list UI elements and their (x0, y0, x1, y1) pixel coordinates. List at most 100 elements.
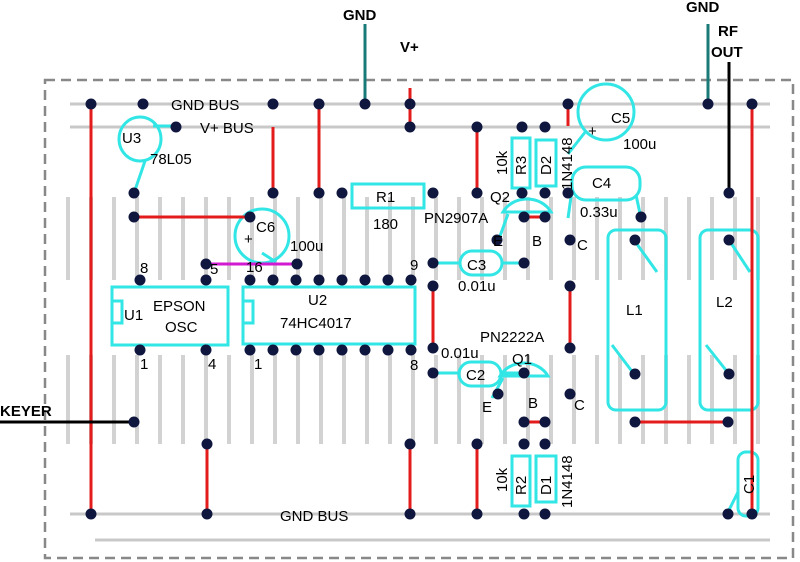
solder-pad (564, 342, 576, 354)
solder-pad (404, 508, 416, 520)
solder-pad (518, 367, 530, 379)
solder-pad (539, 211, 551, 223)
solder-pad (564, 234, 576, 246)
solder-pad (200, 344, 212, 356)
q2-part-label: PN2907A (424, 210, 488, 227)
r1-value-label: 180 (373, 216, 398, 233)
q1-body (497, 361, 551, 378)
u3-body (117, 115, 163, 163)
solder-pad (382, 344, 394, 356)
l2-body (698, 228, 760, 412)
d2-part-label: 1N4148 (559, 137, 576, 190)
solder-pad (313, 274, 325, 286)
u1-notch (110, 299, 124, 325)
solder-pad (746, 508, 758, 520)
solder-pad (539, 416, 551, 428)
vplus-bus-label: V+ BUS (200, 120, 254, 137)
out-label: OUT (711, 44, 743, 61)
l2-lead (727, 239, 752, 273)
solder-pad (405, 344, 417, 356)
c6-lead (261, 251, 277, 264)
c4-body (570, 165, 642, 202)
gnd-bus-bottom-label: GND BUS (280, 508, 348, 525)
solder-pad (267, 274, 279, 286)
board-outline (43, 78, 795, 560)
solder-pad (404, 98, 416, 110)
u2-pin1-label: 1 (254, 356, 262, 373)
solder-pad (291, 258, 303, 270)
solder-pad (382, 274, 394, 286)
solder-pad (201, 438, 213, 450)
solder-pad (723, 368, 735, 380)
u2-label: U2 (308, 292, 327, 309)
solder-pad (427, 257, 439, 269)
u2-pin16-label: 16 (246, 259, 263, 276)
keyer-label: KEYER (0, 403, 52, 420)
c2-label: C2 (466, 367, 485, 384)
u3-lead (132, 160, 147, 194)
d1-label: D1 (538, 476, 555, 495)
r1-label: R1 (376, 189, 395, 206)
u3-part-label: 78L05 (150, 151, 192, 168)
solder-pad (427, 187, 439, 199)
q1-label: Q1 (512, 351, 532, 368)
c5-body (576, 82, 636, 142)
gnd-bus-top-label: GND BUS (171, 97, 239, 114)
solder-pad (267, 98, 279, 110)
c6-value-label: 100u (290, 238, 323, 255)
solder-pad (336, 274, 348, 286)
solder-pad (629, 234, 641, 246)
solder-pad (539, 508, 551, 520)
q1-part-label: PN2222A (480, 329, 544, 346)
r3-label: R3 (513, 156, 530, 175)
solder-pad (336, 187, 348, 199)
r2-label: R2 (513, 476, 530, 495)
solder-pad (134, 344, 146, 356)
c5-value-label: 100u (623, 136, 656, 153)
d2-body (534, 138, 558, 188)
strips-bottom (66, 355, 760, 444)
d1-body (534, 454, 558, 504)
solder-pad (629, 416, 641, 428)
solder-pad (492, 388, 504, 400)
l2-label: L2 (716, 294, 733, 311)
u1-part2-label: OSC (165, 319, 198, 336)
u1-part1-label: EPSON (153, 298, 206, 315)
solder-pad (722, 416, 734, 428)
solder-pad (518, 508, 530, 520)
q1-c-label: C (574, 397, 585, 414)
l1-label: L1 (626, 302, 643, 319)
l1-body (606, 228, 668, 412)
solder-pad (200, 258, 212, 270)
solder-pad (313, 344, 325, 356)
solder-pad (518, 438, 530, 450)
solder-pad (471, 438, 483, 450)
solder-pad (267, 187, 279, 199)
solder-pad (518, 416, 530, 428)
solder-pad (128, 416, 140, 428)
c6-plus-label: + (244, 231, 253, 248)
r2-body (510, 454, 532, 508)
strips-top (66, 197, 760, 280)
d1-part-label: 1N4148 (559, 455, 576, 508)
c5-label: C5 (611, 110, 630, 127)
c4-label: C4 (592, 175, 611, 192)
solder-pad (471, 508, 483, 520)
u1-pin4-label: 4 (208, 356, 216, 373)
solder-pad (405, 274, 417, 286)
solder-pad (336, 344, 348, 356)
c1-label: C1 (741, 475, 758, 494)
solder-pad (244, 344, 256, 356)
q2-body (500, 197, 554, 214)
c6-label: C6 (256, 219, 275, 236)
c5-plus-label: + (588, 123, 597, 140)
solder-pad (313, 98, 325, 110)
solder-pad (539, 121, 551, 133)
solder-pad (518, 211, 530, 223)
solder-pad (746, 98, 758, 110)
solder-pad (290, 274, 302, 286)
wires (0, 24, 754, 514)
solder-pad (359, 274, 371, 286)
q1-b-label: B (528, 395, 538, 412)
